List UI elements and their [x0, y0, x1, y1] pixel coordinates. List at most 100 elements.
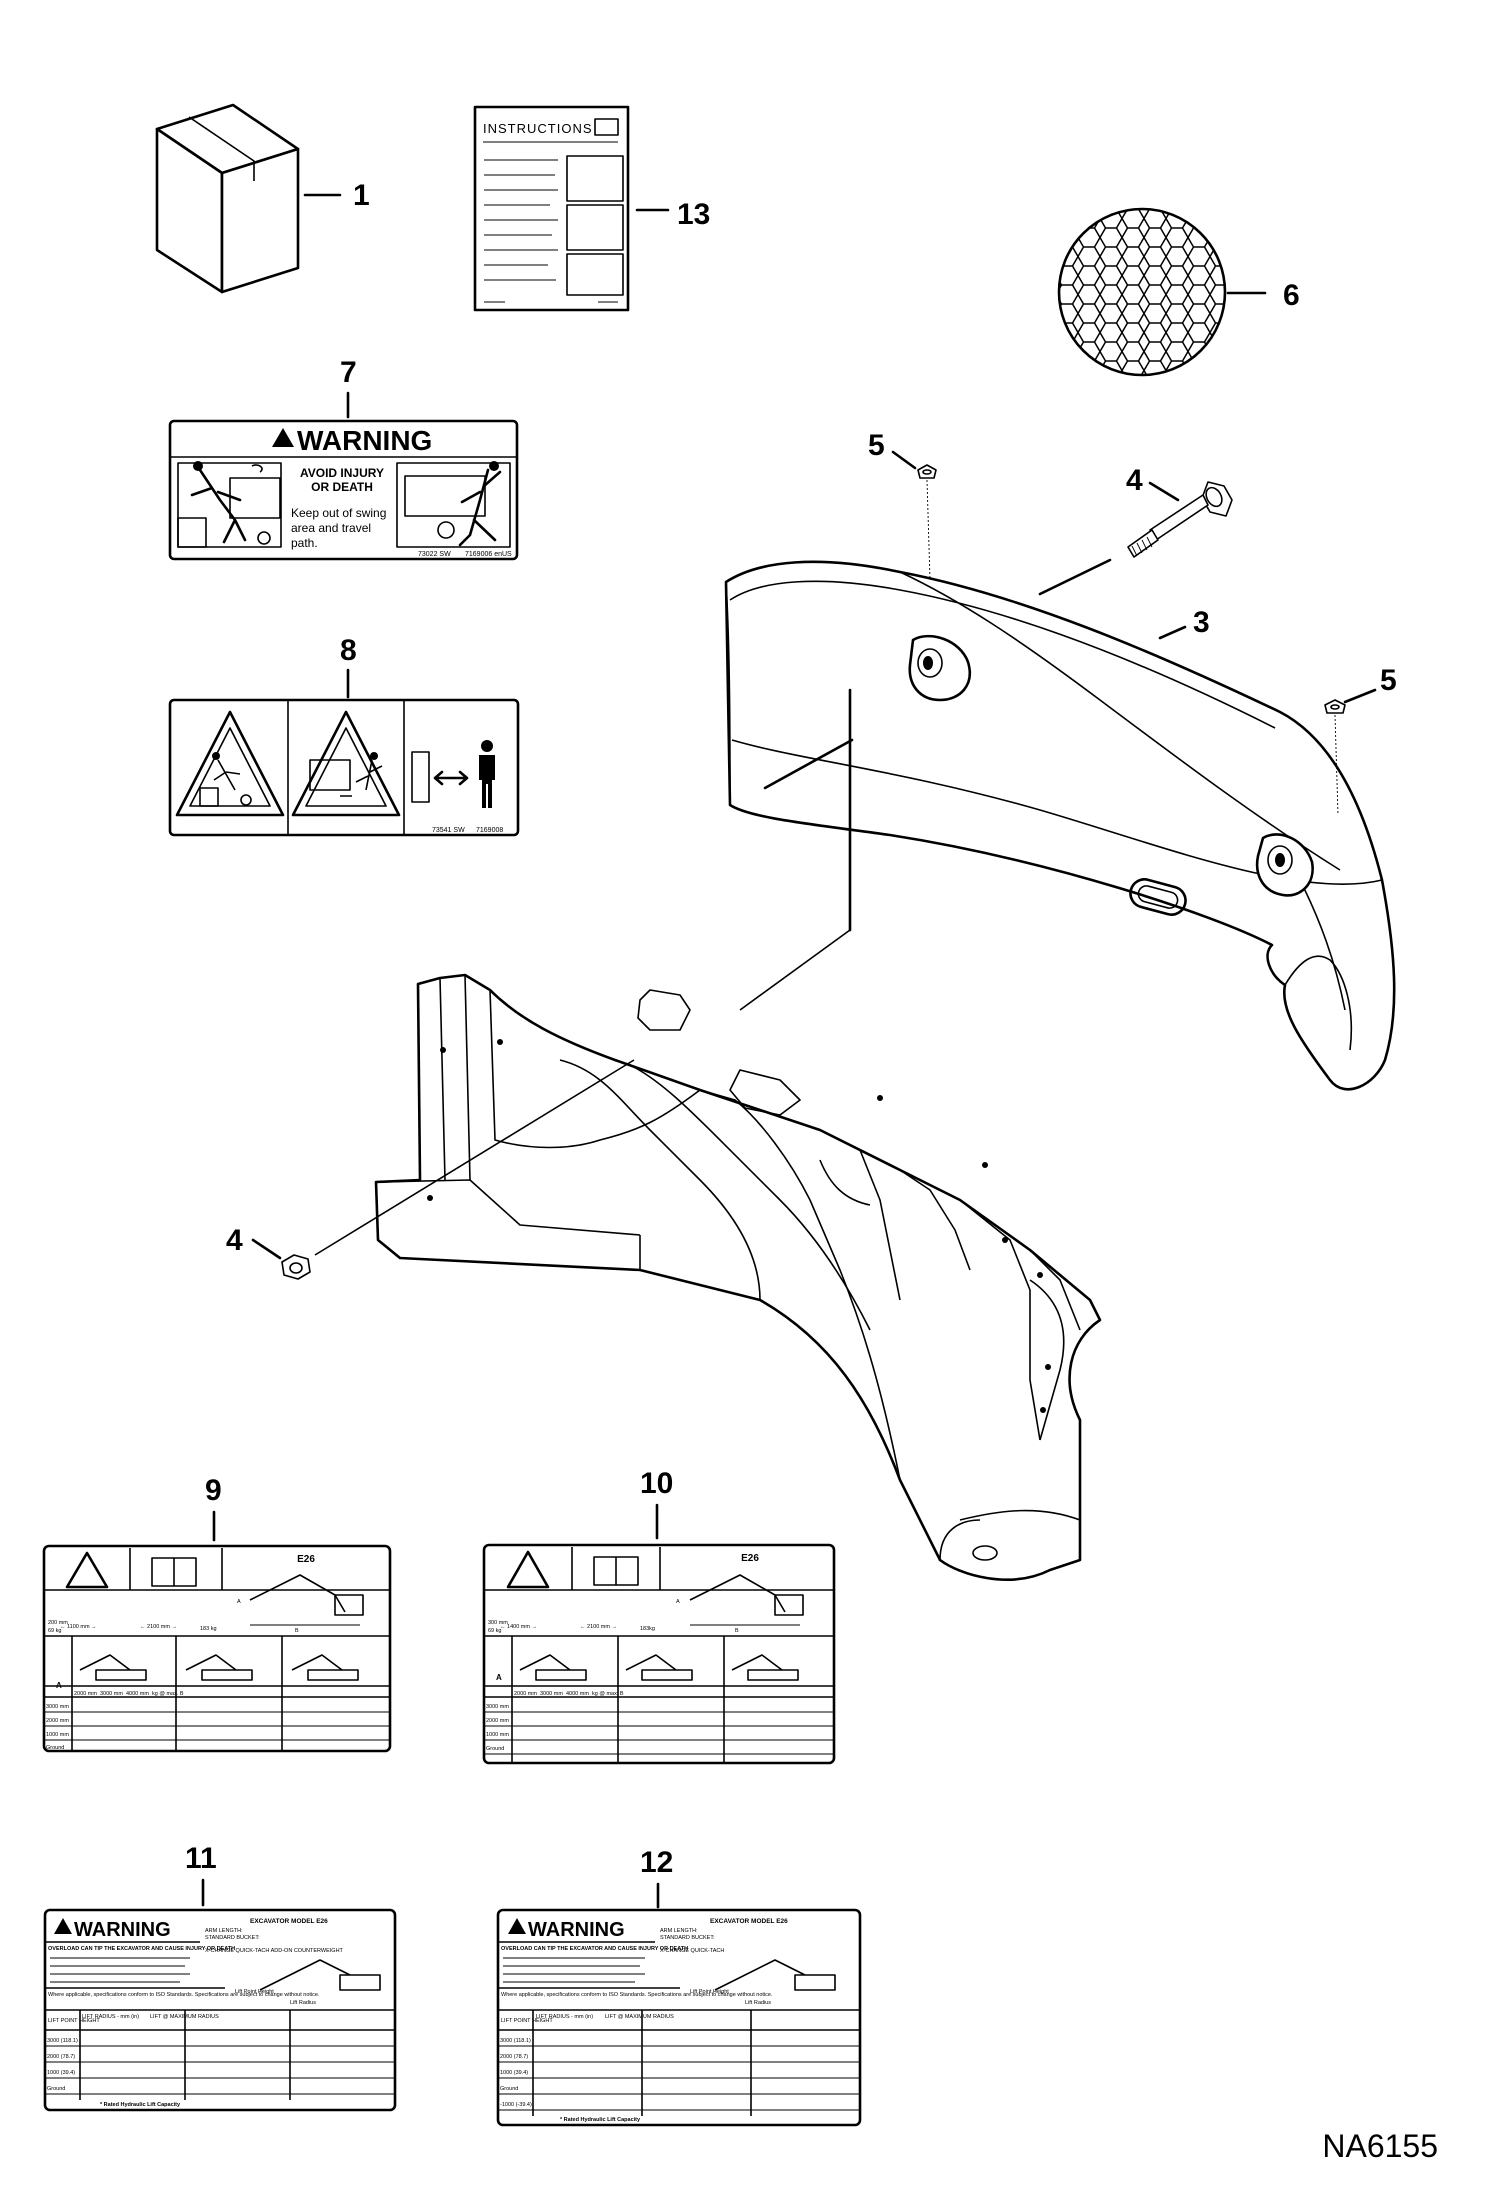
decal-12-row-4: Ground: [500, 2086, 518, 2092]
item-2-counterweight: 3: [724, 560, 1396, 1091]
item-11-warning-load-chart: 11 ! WARNING EXCAVATOR MODEL E26 ARM LEN…: [43, 1842, 397, 2112]
decal-12-overload: OVERLOAD CAN TIP THE EXCAVATOR AND CAUSE…: [501, 1946, 688, 1952]
callout-9-label: 9: [205, 1474, 222, 1507]
decal-11-header: WARNING: [74, 1919, 171, 1941]
decal-7-pictogram-left: [177, 461, 282, 548]
decal-9-col-2: 3000 mm: [100, 1691, 123, 1697]
callout-12-label: 12: [640, 1846, 673, 1879]
decal-9-row-3: 1000 mm: [46, 1732, 69, 1738]
decal-7-header: WARNING: [297, 425, 432, 456]
decal-10-letter-a2: A: [496, 1673, 502, 1682]
item-13-instructions: INSTRUCTIONS 13: [473, 105, 710, 312]
decal-9-dim-3: 183 kg: [200, 1626, 217, 1632]
item-7-warning-decal: 7 ! WARNING AVOID INJURY OR DEATH Keep o…: [168, 356, 519, 561]
item-6-reflector: 6: [1057, 207, 1300, 377]
decal-12-row-5: -1000 (-39.4): [500, 2102, 532, 2108]
decal-9-col-1: 2000 mm: [74, 1691, 97, 1697]
decal-11-option: X-CHANGE QUICK-TACH ADD-ON COUNTERWEIGHT: [205, 1948, 344, 1954]
decal-12-arm: ARM LENGTH:: [660, 1928, 698, 1934]
decal-11-row-1: 3000 (118.1): [47, 2038, 78, 2044]
decal-12-row-1: 3000 (118.1): [500, 2038, 531, 2044]
decal-12-col-max: LIFT @ MAXIMUM RADIUS: [605, 2014, 674, 2020]
instructions-title: INSTRUCTIONS: [483, 121, 593, 136]
decal-12-header: WARNING: [528, 1919, 625, 1941]
item-10-load-chart-decal: 10 E26 A B ← 1400 mm → ← 2100 mm → 183kg…: [482, 1467, 836, 1765]
decal-10-row-2: 2000 mm: [486, 1718, 509, 1724]
decal-11-lift-height: Lift Point Height: [235, 1989, 274, 1995]
callout-13: 13: [677, 198, 710, 231]
item-3-bolt: 4: [1038, 464, 1233, 596]
decal-11-overload: OVERLOAD CAN TIP THE EXCAVATOR AND CAUSE…: [48, 1946, 235, 1952]
decal-10-dim-3: 183kg: [640, 1626, 655, 1632]
decal-12-spec-note: Where applicable, specifications conform…: [501, 1992, 773, 1998]
callout-6: 6: [1283, 279, 1300, 312]
item-1-box: 1: [155, 103, 370, 294]
decal-12-col-lift: LIFT POINT HEIGHT: [501, 2018, 553, 2024]
decal-11-model-title: EXCAVATOR MODEL E26: [250, 1918, 328, 1925]
decal-9-col-3: 4000 mm: [126, 1691, 149, 1697]
callout-5b: 5: [1380, 664, 1397, 697]
decal-7-line2: OR DEATH: [311, 480, 373, 494]
decal-10-col-1: 2000 mm: [514, 1691, 537, 1697]
callout-5a: 5: [868, 429, 885, 462]
decal-9-dim-4: 200 mm: [48, 1620, 68, 1626]
decal-10-letter-a: A: [676, 1599, 680, 1605]
decal-10-row-4: Ground: [486, 1746, 504, 1752]
decal-11-row-2: 2000 (78.7): [47, 2054, 75, 2060]
decal-7-part-left: 73022 SW: [418, 551, 451, 558]
decal-11-col-lift: LIFT POINT HEIGHT: [48, 2018, 100, 2024]
decal-9-row-4: Ground: [46, 1745, 64, 1751]
decal-10-col-4: kg @ max. B: [592, 1691, 624, 1697]
decal-9-row-1: 3000 mm: [46, 1704, 69, 1710]
svg-text:!: !: [279, 433, 283, 448]
decal-9-letter-b: B: [295, 1628, 299, 1634]
decal-7-line1: AVOID INJURY: [300, 466, 384, 480]
callout-8: 8: [340, 634, 357, 667]
decal-9-dim-5: 69 kg: [48, 1628, 61, 1634]
decal-11-bucket: STANDARD BUCKET:: [205, 1935, 260, 1941]
decal-10-row-3: 1000 mm: [486, 1732, 509, 1738]
callout-2: 3: [1193, 606, 1210, 639]
decal-10-row-1: 3000 mm: [486, 1704, 509, 1710]
decal-12-option: X-CHANGE QUICK-TACH: [660, 1948, 724, 1954]
decal-7-part-right: 7169006 enUS: [465, 551, 512, 558]
item-9-load-chart-decal: 8 9 E26 A B ← 1100 mm → ← 2100 mm → 183 …: [42, 1474, 392, 1753]
item-5-right-cap: 5: [1324, 664, 1397, 816]
decal-10-letter-b: B: [735, 1628, 739, 1634]
decal-11-row-3: 1000 (39.4): [47, 2070, 75, 2076]
svg-text:!: !: [60, 1924, 63, 1935]
decal-7-body3: path.: [291, 536, 318, 550]
callout-11-label: 11: [185, 1842, 217, 1875]
decal-10-dim-2: ← 2100 mm →: [580, 1624, 617, 1630]
decal-11-col-radius: LIFT RADIUS - mm (in): [82, 2014, 139, 2020]
decal-9-row-2: 2000 mm: [46, 1718, 69, 1724]
decal-10-col-2: 3000 mm: [540, 1691, 563, 1697]
callout-7: 7: [340, 356, 357, 389]
callout-4-label: 4: [226, 1224, 243, 1257]
decal-10-dim-1: ← 1400 mm →: [500, 1624, 537, 1630]
decal-12-bucket: STANDARD BUCKET:: [660, 1935, 715, 1941]
decal-12-col-radius: LIFT RADIUS - mm (in): [536, 2014, 593, 2020]
decal-10-dim-4: 300 mm: [488, 1620, 508, 1626]
callout-10-label: 10: [640, 1467, 673, 1500]
figure-code: NA6155: [1322, 2128, 1438, 2164]
decal-7-body2: area and travel: [291, 521, 371, 535]
item-12-warning-load-chart: 12 ! WARNING EXCAVATOR MODEL E26 ARM LEN…: [496, 1846, 862, 2127]
decal-9-col-4: kg @ max. B: [152, 1691, 184, 1697]
decal-11-row-4: Ground: [47, 2086, 65, 2092]
decal-10-dim-5: 69 kg: [488, 1628, 501, 1634]
callout-3: 4: [1126, 464, 1143, 497]
item-8-pictorial-decal: 8 73541 SW 7169008: [168, 634, 520, 837]
decal-11-spec-note: Where applicable, specifications conform…: [48, 1992, 320, 1998]
decal-7-body1: Keep out of swing: [291, 506, 386, 520]
callout-1: 1: [353, 179, 370, 212]
decal-12-footer: * Rated Hydraulic Lift Capacity: [560, 2117, 641, 2123]
decal-9-letter-a: A: [237, 1599, 241, 1605]
decal-9-dim-2: ← 2100 mm →: [140, 1624, 177, 1630]
svg-text:!: !: [514, 1924, 517, 1935]
decal-11-lift-radius: Lift Radius: [290, 2000, 316, 2006]
decal-9-dim-1: ← 1100 mm →: [60, 1624, 97, 1630]
decal-8-part-right: 7169008: [476, 827, 503, 834]
frame-bracket: [374, 688, 1102, 1581]
